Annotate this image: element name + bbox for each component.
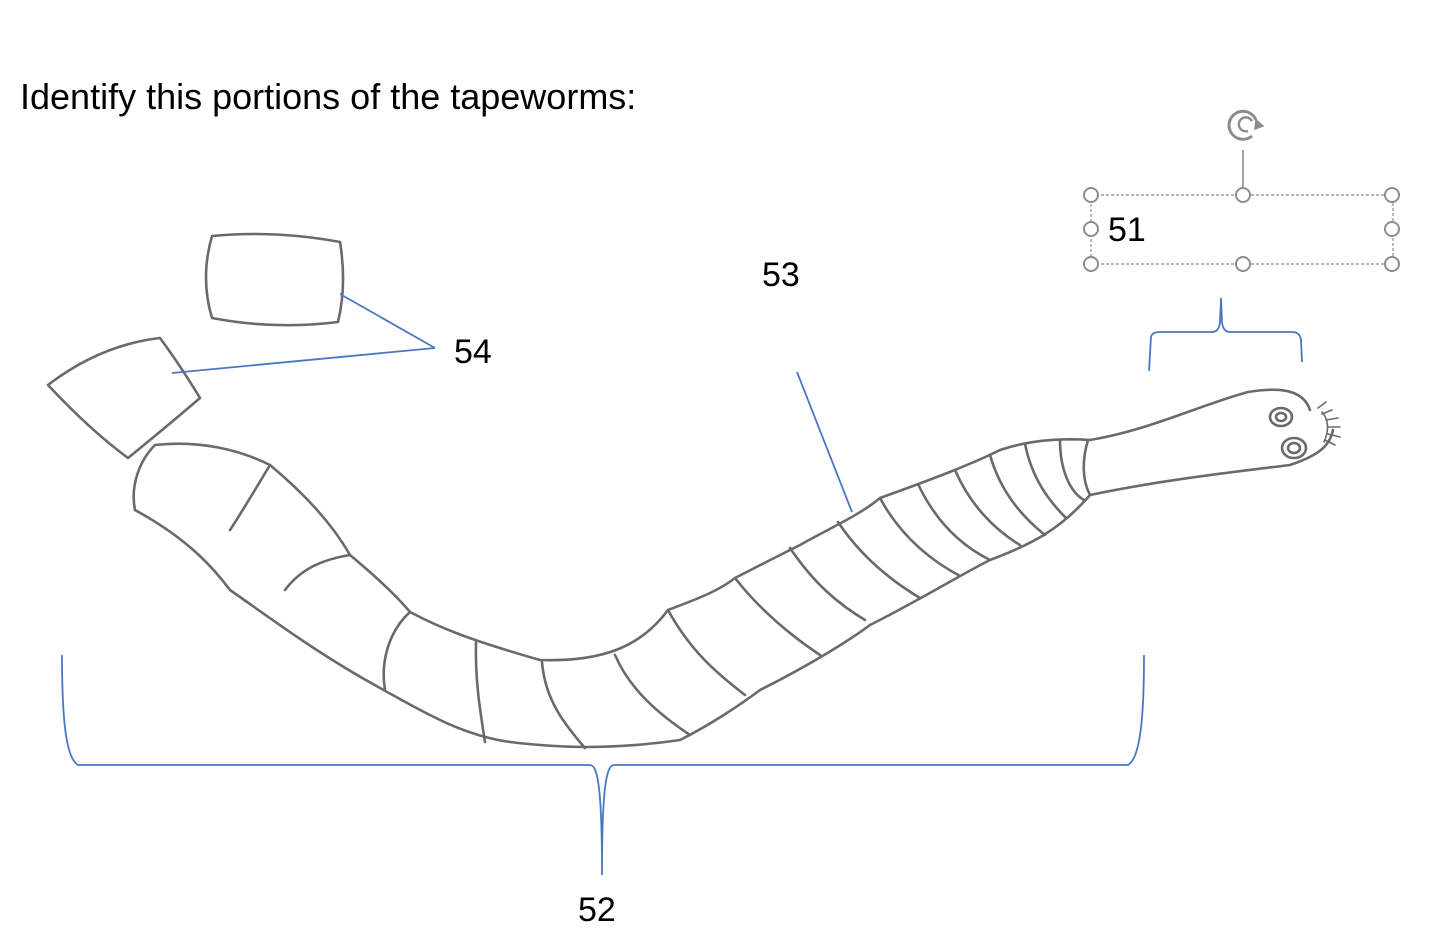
sucker-lower (1282, 438, 1306, 458)
segment-divider (615, 655, 690, 735)
bracket-52 (62, 655, 1144, 875)
segment-divider (230, 465, 270, 530)
tapeworm-body-top-edge (155, 390, 1310, 660)
rotate-handle-icon[interactable] (1229, 111, 1263, 139)
label-51-scolex[interactable]: 51 (1108, 211, 1146, 250)
label-54-gravid-proglottids: 54 (454, 333, 492, 372)
segment-divider (735, 578, 820, 655)
resize-handle[interactable] (1385, 188, 1399, 202)
resize-handle[interactable] (1385, 257, 1399, 271)
bracket-51 (1149, 298, 1302, 371)
sucker-lower-inner (1288, 443, 1300, 453)
segment-divider (285, 555, 350, 590)
segment-divider (1060, 440, 1084, 500)
label-52-strobila: 52 (578, 891, 616, 930)
segment-divider (476, 642, 485, 742)
resize-handle[interactable] (1084, 188, 1098, 202)
segment-divider (542, 662, 585, 748)
question-prompt: Identify this portions of the tapeworms: (20, 76, 636, 118)
detached-segment-left (48, 338, 200, 458)
neck-start (1084, 440, 1090, 495)
tapeworm-body-bottom-edge (135, 430, 1333, 747)
segment-divider (918, 484, 990, 560)
segment-divider (668, 610, 745, 695)
resize-handle[interactable] (1084, 222, 1098, 236)
segment-divider (838, 522, 920, 598)
segment-divider (880, 498, 960, 576)
resize-handle[interactable] (1236, 188, 1250, 202)
segment-divider (990, 455, 1045, 535)
tapeworm-tail (134, 445, 155, 510)
resize-handle[interactable] (1084, 257, 1098, 271)
resize-handle[interactable] (1236, 257, 1250, 271)
segment-divider (955, 470, 1020, 545)
sucker-upper (1270, 408, 1292, 426)
segment-divider (790, 548, 865, 620)
label-53-proglottid: 53 (762, 256, 800, 295)
resize-handle[interactable] (1385, 222, 1399, 236)
detached-segment-top (206, 234, 343, 325)
leader-54-top (340, 294, 435, 348)
segment-divider (384, 612, 410, 690)
sucker-upper-inner (1276, 413, 1286, 421)
leader-53 (797, 372, 852, 512)
leader-54-left (172, 348, 435, 373)
